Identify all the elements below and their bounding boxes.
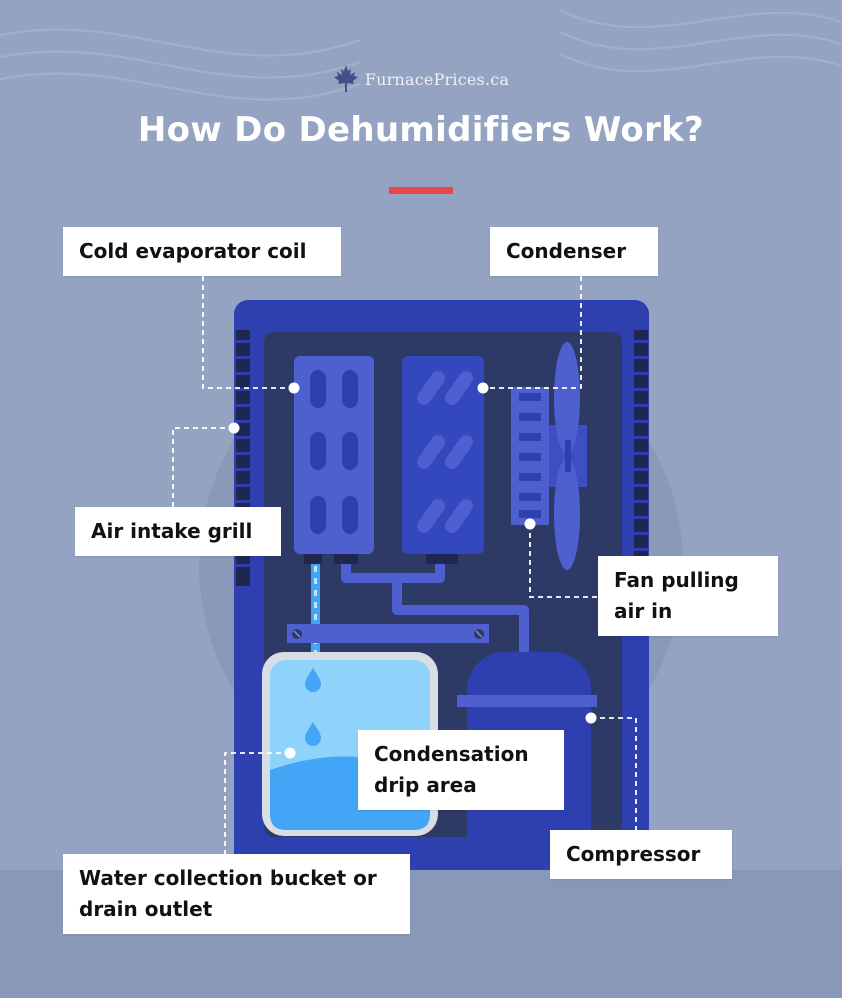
- label-condensation-drip-area: Condensation drip area: [358, 730, 564, 810]
- refrigerant-pipes: [341, 564, 529, 665]
- brand-name: FurnacePrices.ca: [364, 69, 510, 89]
- leader-lines: [172, 276, 637, 854]
- label-compressor: Compressor: [550, 830, 732, 879]
- mounting-bracket: [287, 624, 489, 643]
- maple-leaf-icon: [333, 65, 358, 92]
- label-air-intake-grill: Air intake grill: [75, 507, 281, 556]
- label-water-bucket: Water collection bucket or drain outlet: [63, 854, 410, 934]
- fan: [511, 342, 587, 570]
- leader-dots: [228, 382, 597, 759]
- label-evaporator-coil: Cold evaporator coil: [63, 227, 341, 276]
- water-drop-icon: [305, 668, 321, 692]
- condenser-coil: [402, 356, 484, 564]
- label-fan: Fan pulling air in: [598, 556, 778, 636]
- drip-stream: [311, 564, 320, 658]
- label-condenser: Condenser: [490, 227, 658, 276]
- water-drop-icon: [305, 722, 321, 746]
- page-title: How Do Dehumidifiers Work?: [137, 110, 705, 150]
- evaporator-coil: [294, 356, 374, 564]
- title-underline: [389, 187, 453, 194]
- brand-logo: FurnacePrices.ca: [0, 62, 842, 96]
